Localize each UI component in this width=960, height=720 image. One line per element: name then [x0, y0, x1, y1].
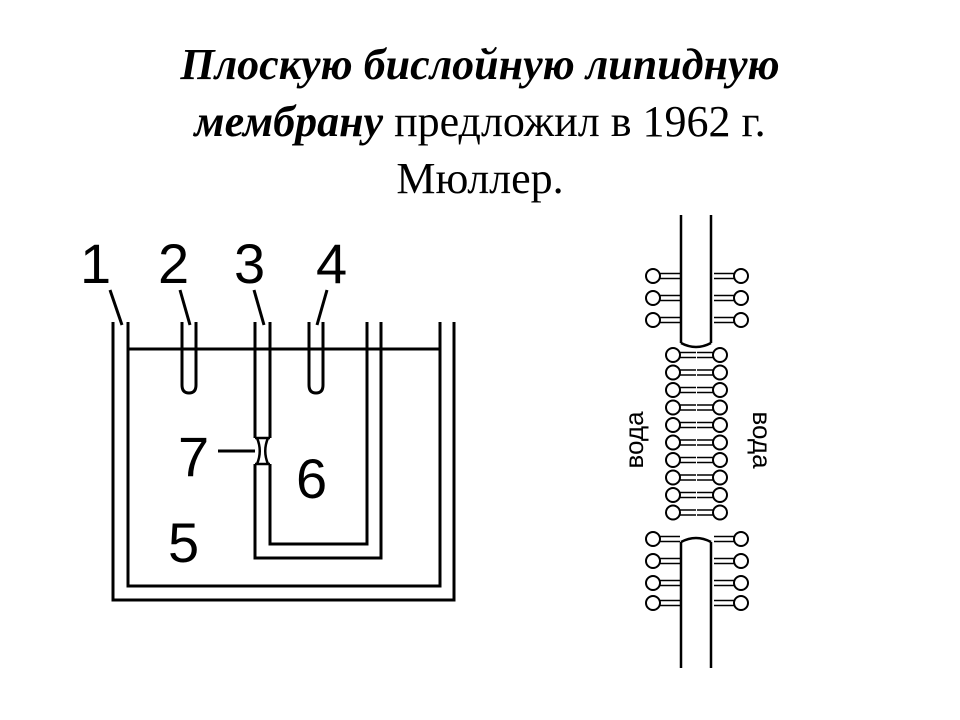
partition-lower-tip	[680, 536, 712, 544]
lipid-head-bilayer-left	[665, 399, 696, 416]
lipid-head-bilayer-right	[697, 487, 728, 503]
label-1: 1	[80, 232, 111, 295]
label-2: 2	[158, 232, 189, 295]
electrode-2	[180, 322, 198, 395]
lipid-head-bilayer-left	[665, 504, 696, 521]
lipid-head-lower-right	[714, 553, 749, 569]
title-emphasis-2: мембрану	[194, 97, 384, 146]
lipid-head-bilayer-left	[665, 364, 696, 381]
lipid-head-lower-left	[645, 575, 680, 591]
label-6: 6	[296, 447, 327, 510]
title-emphasis-1: Плоскую бислойную липидную	[180, 40, 780, 89]
lipid-head-bilayer-right	[697, 399, 728, 416]
leader-line-1	[108, 289, 124, 326]
lipid-head-upper-left	[645, 268, 680, 284]
lipid-head-bilayer-left	[665, 469, 696, 486]
title-line-2: мембрану предложил в 1962 г.	[0, 93, 960, 150]
aperture-membrane	[255, 436, 270, 466]
water-label-right: вода	[747, 411, 777, 469]
partition-upper-tip	[680, 341, 712, 349]
lipid-head-bilayer-left	[665, 382, 696, 398]
lipid-head-lower-right	[714, 531, 749, 547]
lipid-head-bilayer-right	[697, 382, 728, 398]
lipid-head-bilayer-right	[697, 469, 728, 486]
leader-line-2	[178, 289, 192, 326]
lipid-head-bilayer-right	[697, 364, 728, 381]
leader-line-4	[315, 289, 329, 326]
lipid-head-bilayer-right	[697, 452, 728, 468]
label-3: 3	[234, 232, 265, 295]
lipid-head-bilayer-left	[665, 487, 696, 503]
lipid-head-bilayer-right	[697, 347, 728, 363]
label-5: 5	[168, 511, 199, 574]
outer-vessel-outer-wall	[111, 322, 456, 602]
lipid-head-bilayer-left	[665, 452, 696, 468]
lipid-head-upper-right	[714, 312, 749, 328]
label-7: 7	[178, 425, 209, 488]
lipid-head-lower-left	[645, 595, 680, 611]
lipid-head-lower-right	[714, 575, 749, 591]
slide-title: Плоскую бислойную липидную мембрану пред…	[0, 36, 960, 207]
title-rest-2: предложил в 1962 г.	[383, 97, 766, 146]
lipid-head-bilayer-left	[665, 417, 696, 433]
outer-vessel-inner-wall	[126, 322, 442, 588]
inner-cup-outer-wall	[253, 322, 383, 560]
membrane-diagram	[679, 215, 713, 668]
lipid-head-lower-left	[645, 531, 680, 547]
leader-line-3	[252, 289, 266, 326]
lipid-head-lower-left	[645, 553, 680, 569]
title-line-1: Плоскую бислойную липидную	[0, 36, 960, 93]
lipid-head-upper-right	[714, 268, 749, 284]
lipid-molecules	[645, 268, 749, 611]
lipid-head-lower-right	[714, 595, 749, 611]
inner-cup-inner-wall	[268, 322, 369, 546]
electrode-4	[307, 322, 325, 395]
lipid-head-upper-left	[645, 290, 680, 306]
lipid-head-upper-right	[714, 290, 749, 306]
title-line-3: Мюллер.	[396, 154, 564, 203]
lipid-head-upper-left	[645, 312, 680, 328]
lipid-head-bilayer-right	[697, 417, 728, 433]
lipid-head-bilayer-right	[697, 434, 728, 451]
lipid-head-bilayer-right	[697, 504, 728, 521]
label-4: 4	[316, 232, 347, 295]
water-label-left: вода	[619, 411, 649, 469]
lipid-head-bilayer-left	[665, 347, 696, 363]
lipid-head-bilayer-left	[665, 434, 696, 451]
apparatus-diagram	[108, 289, 456, 602]
